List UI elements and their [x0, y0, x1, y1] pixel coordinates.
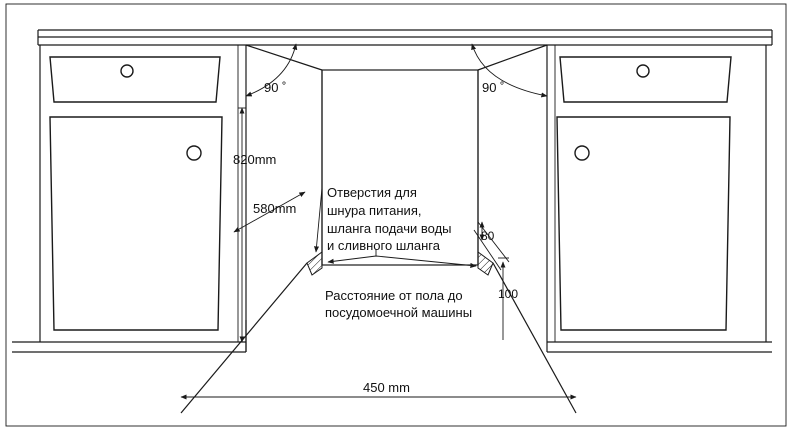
countertop: [37, 29, 773, 46]
dim-100-label: 100: [498, 287, 518, 301]
right-cabinet: [546, 45, 767, 352]
left-door-knob: [186, 145, 202, 161]
width-450-label: 450 mm: [363, 380, 410, 395]
height-580-label: 580mm: [253, 201, 296, 216]
floor-distance-line-2: посудомоечной машины: [325, 305, 472, 320]
holes-label-line-1: Отверстия для: [327, 185, 417, 200]
dim-820: [238, 107, 246, 343]
left-door: [49, 116, 223, 331]
angle-left-label: 90 ˚: [264, 80, 286, 95]
left-drawer: [49, 56, 221, 103]
holes-label-line-4: и сливного шланга: [327, 238, 441, 253]
right-drawer: [559, 56, 732, 103]
right-door: [556, 116, 731, 331]
left-cabinet: [39, 45, 247, 352]
holes-label-line-2: шнура питания,: [327, 203, 421, 218]
dim-580: [233, 191, 306, 233]
angle-right-label: 90 ˚: [482, 80, 504, 95]
holes-label-line-3: шланга подачи воды: [327, 221, 452, 236]
right-door-knob: [574, 145, 590, 161]
baseboard: [12, 341, 772, 353]
dim-80-label: 80: [481, 229, 495, 243]
holes-leader: [314, 187, 477, 268]
dim-80-100: [473, 221, 510, 340]
service-holes: [306, 251, 494, 276]
floor-edge-right: [492, 262, 577, 414]
image-frame: [5, 3, 787, 427]
left-drawer-knob: [120, 64, 134, 78]
height-820-label: 820mm: [233, 152, 276, 167]
floor-distance-line-1: Расстояние от пола до: [325, 288, 463, 303]
angle-marks: [245, 43, 548, 98]
right-drawer-knob: [636, 64, 650, 78]
